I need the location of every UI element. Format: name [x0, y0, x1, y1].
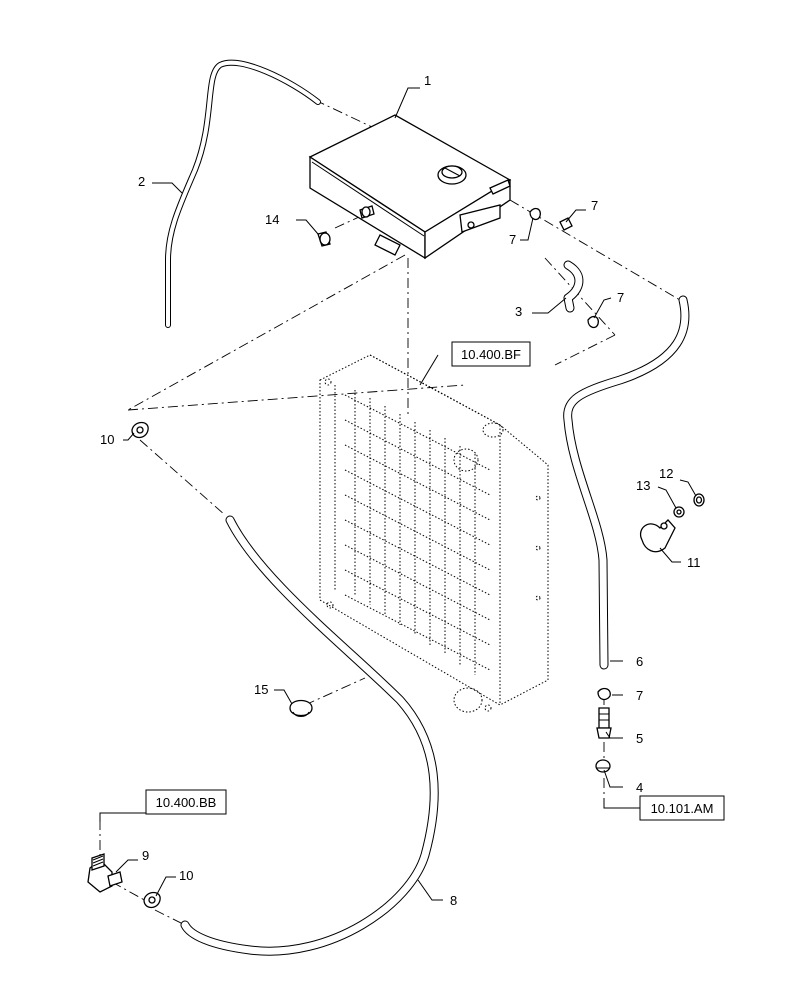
- callout-7a: 7: [591, 198, 598, 213]
- callout-numbers: 1 2 14 7 7 3 7 10 12 13 11 6 15 7 5 4 9 …: [100, 73, 701, 908]
- callout-6: 6: [636, 654, 643, 669]
- callout-1: 1: [424, 73, 431, 88]
- hose-part-8: [180, 515, 439, 956]
- hose-clamp-part-10: [131, 421, 161, 909]
- grommet-part-4: [595, 759, 611, 773]
- fitting-part-5: [596, 707, 612, 739]
- callout-11: 11: [687, 555, 701, 570]
- reference-box-10-101-am: 10.101.AM: [639, 795, 725, 821]
- reference-label-bf: 10.400.BF: [461, 347, 521, 362]
- callout-12: 12: [659, 466, 673, 481]
- callout-10b: 10: [179, 868, 193, 883]
- washer-part-13: [673, 506, 685, 518]
- callout-3: 3: [515, 304, 522, 319]
- callout-13: 13: [636, 478, 650, 493]
- callout-4: 4: [636, 780, 643, 795]
- elbow-fitting-part-9: [87, 853, 123, 893]
- callout-7d: 7: [636, 688, 643, 703]
- reference-box-10-400-bb: 10.400.BB: [145, 789, 227, 815]
- callout-8: 8: [450, 893, 457, 908]
- overflow-tube-part-2: [165, 59, 321, 328]
- reference-label-am: 10.101.AM: [651, 801, 714, 816]
- callout-7c: 7: [617, 290, 624, 305]
- callout-7b: 7: [509, 232, 516, 247]
- radiator-reference: [319, 354, 549, 713]
- callout-14: 14: [265, 212, 279, 227]
- bent-hose-part-3: [563, 260, 584, 313]
- nut-part-12: [693, 493, 705, 507]
- clip-part-15: [289, 699, 313, 717]
- reference-label-bb: 10.400.BB: [156, 795, 217, 810]
- callout-5: 5: [636, 731, 643, 746]
- callout-15: 15: [254, 682, 268, 697]
- callout-9: 9: [142, 848, 149, 863]
- clamps-part-7: [529, 207, 611, 701]
- clip-part-11: [639, 519, 676, 553]
- plug-part-14: [317, 231, 331, 247]
- callout-2: 2: [138, 174, 145, 189]
- reference-box-10-400-bf: 10.400.BF: [451, 341, 531, 367]
- callout-10a: 10: [100, 432, 114, 447]
- expansion-tank-part-1: [308, 114, 512, 260]
- hose-part-6: [563, 295, 690, 670]
